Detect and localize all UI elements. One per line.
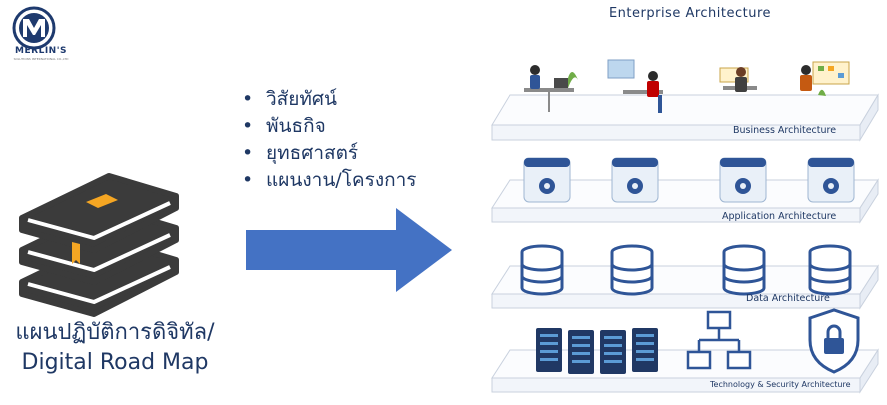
server-rack-icon [536, 328, 658, 374]
right-arrow-icon [246, 208, 452, 292]
books-icon [19, 173, 179, 317]
logo-name: MERLIN'S [15, 46, 67, 56]
architecture-layers: Business Architecture Application Archit… [488, 40, 887, 405]
road-map-title: แผนปฏิบัติการดิจิทัล/ Digital Road Map [0, 318, 230, 378]
bullet-item: ยุทธศาสตร์ [242, 140, 416, 167]
logo-subtitle: SOLUTIONS INTERNATIONAL CO.,LTD [13, 57, 69, 61]
business-layer-platform [491, 93, 879, 142]
app-window-gear-icon [523, 157, 855, 203]
road-map-title-line1: แผนปฏิบัติการดิจิทัล/ [15, 320, 215, 345]
database-icon [520, 244, 852, 296]
security-lock-icon [808, 308, 860, 374]
enterprise-architecture-title: Enterprise Architecture [608, 6, 772, 21]
layer-label-application: Application Architecture [722, 211, 837, 222]
data-layer-platform [491, 264, 879, 310]
road-map-title-line2: Digital Road Map [21, 350, 209, 375]
layer-label-data: Data Architecture [746, 293, 830, 304]
bullet-item: วิสัยทัศน์ [242, 86, 416, 113]
application-layer-platform [491, 178, 879, 224]
layer-label-technology-security: Technology & Security Architecture [710, 380, 851, 389]
strategy-bullet-list: วิสัยทัศน์ พันธกิจ ยุทธศาสตร์ แผนงาน/โคร… [242, 86, 416, 194]
network-icon [686, 310, 752, 370]
bullet-item: แผนงาน/โครงการ [242, 167, 416, 194]
layer-label-business: Business Architecture [733, 125, 837, 136]
merlins-logo-icon [12, 6, 56, 50]
bullet-item: พันธกิจ [242, 113, 416, 140]
people-at-desks-icon [524, 59, 850, 113]
